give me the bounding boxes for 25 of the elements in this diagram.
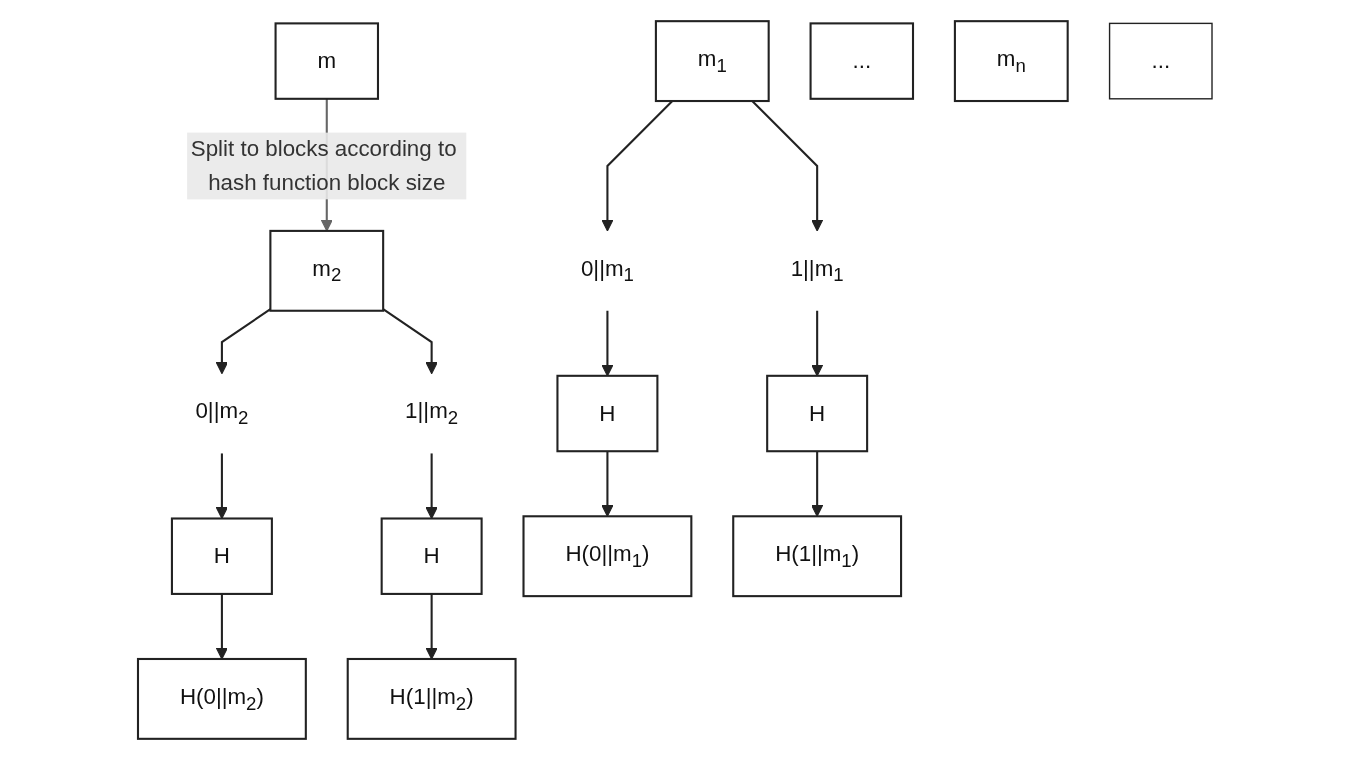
- arrow: [215, 307, 271, 374]
- node-text: 1||m$_{1}$: [790, 255, 844, 286]
- node-box: ...: [1108, 22, 1213, 99]
- node-box: H: [170, 516, 273, 595]
- node-text: 1||m$_{2}$: [405, 398, 459, 428]
- arrow: [382, 307, 438, 374]
- arrow: [215, 452, 229, 519]
- node-box: H(0||m$_{2}$): [136, 657, 307, 740]
- node-box: H(1||m$_{2}$): [346, 657, 517, 740]
- node-box: m: [274, 21, 380, 100]
- node-box: H(1||m$_{1}$): [732, 514, 903, 597]
- node-text: 0||m$_{2}$: [195, 398, 249, 428]
- node-box: H: [766, 374, 869, 452]
- node-box: m$_{n}$: [953, 19, 1069, 102]
- arrow: [811, 310, 824, 376]
- node-box: H: [380, 516, 483, 595]
- node-box: m$_{1}$: [654, 19, 770, 102]
- arrow: [601, 310, 614, 376]
- arrow: [425, 452, 438, 519]
- node-box: m$_{2}$: [269, 229, 385, 312]
- edge-label: Split to blocks according to hash function block size: [190, 136, 457, 194]
- node-text: 0||m$_{1}$: [580, 255, 634, 286]
- node-box: H(0||m$_{1}$): [522, 514, 693, 597]
- node-box: ...: [809, 21, 915, 100]
- node-box: H: [556, 374, 659, 452]
